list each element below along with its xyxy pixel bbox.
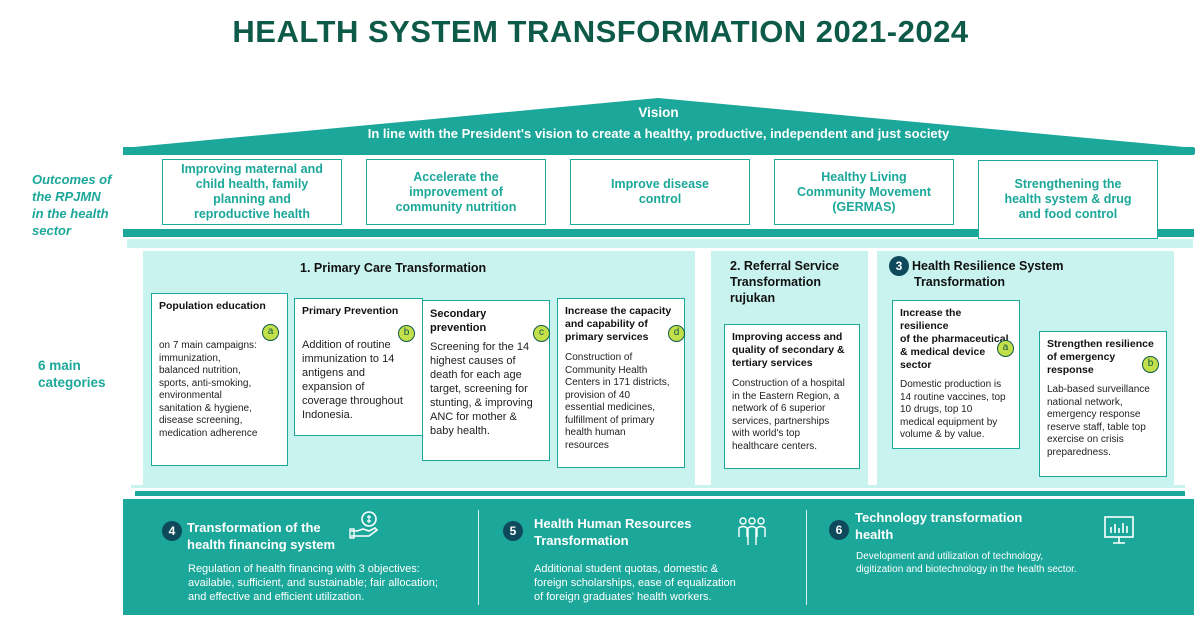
number-3-circle: 3 (889, 256, 909, 276)
badge-b: b (398, 325, 415, 342)
hr-desc: Additional student quotas, domestic &for… (534, 563, 736, 603)
vision-statement: In line with the President's vision to c… (367, 126, 950, 141)
number-5-circle: 5 (503, 521, 523, 541)
base-line-1 (131, 485, 1185, 488)
page-title: HEALTH SYSTEM TRANSFORMATION 2021-2024 (232, 14, 969, 49)
financing-desc: Regulation of health financing with 3 ob… (188, 563, 438, 603)
base-line-2 (135, 491, 1185, 496)
divider-1 (478, 510, 479, 605)
card-primary-prevention: Primary Prevention b Addition of routine… (294, 298, 423, 436)
number-4-circle: 4 (162, 521, 182, 541)
beam-bottom (123, 229, 1194, 237)
bottom-band (123, 499, 1194, 615)
monitor-chart-icon (1104, 516, 1134, 544)
badge-a-resilience: a (997, 340, 1014, 357)
divider-2 (806, 510, 807, 605)
categories-label: 6 main categories (38, 358, 106, 390)
vision-heading: Vision (638, 105, 679, 120)
outcomes-label: Outcomes of the RPJMN in the health sect… (32, 172, 112, 238)
primary-care-title: 1. Primary Care Transformation (300, 261, 487, 275)
people-group-icon (738, 517, 766, 545)
hand-coin-icon (349, 511, 379, 539)
badge-b-resilience: b (1142, 356, 1159, 373)
badge-c: c (533, 325, 550, 342)
technology-desc: Development and utilization of technolog… (856, 551, 1077, 575)
beam-top (123, 147, 1194, 155)
beam-shelf (127, 239, 1193, 248)
badge-d: d (668, 325, 685, 342)
number-6-circle: 6 (829, 520, 849, 540)
card-population-education: Population education a on 7 main campaig… (151, 293, 288, 466)
badge-a: a (262, 324, 279, 341)
